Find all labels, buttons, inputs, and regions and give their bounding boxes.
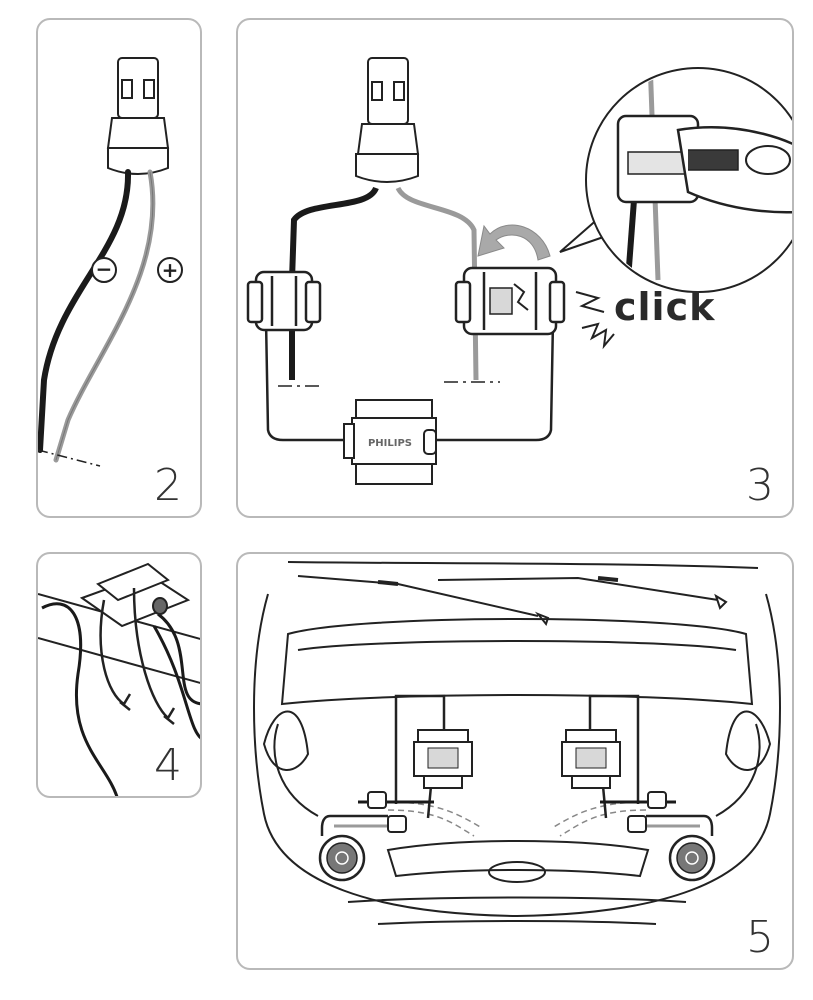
svg-text:+: + [162, 258, 179, 282]
bulb-socket [355, 57, 420, 183]
negative-wire [289, 186, 379, 281]
step-2-panel: − + 2 [36, 18, 202, 518]
step-3-illustration: PHILIPS [246, 57, 792, 485]
svg-text:PHILIPS: PHILIPS [368, 438, 412, 449]
step-3-panel: PHILIPS click 3 [236, 18, 794, 518]
press-arrow-icon [477, 224, 551, 261]
car-body [253, 593, 781, 925]
right-connector [454, 266, 566, 336]
left-connectors [367, 791, 407, 833]
step-4-illustration [38, 562, 200, 796]
left-fog-lamp [318, 834, 366, 882]
step-5-panel: 5 [236, 552, 794, 970]
windshield-wipers [287, 561, 759, 627]
left-resistor [413, 729, 473, 789]
right-fog-lamp [668, 834, 716, 882]
left-connector [246, 270, 322, 332]
step-5-illustration [253, 561, 781, 925]
step-number: 4 [154, 740, 182, 791]
step-number: 2 [154, 460, 182, 511]
step-number: 5 [746, 912, 774, 963]
svg-text:−: − [96, 257, 113, 281]
wire-routing-dashed [387, 801, 647, 837]
black-wire [41, 602, 119, 796]
click-burst-icon [575, 291, 615, 350]
cable-tie [99, 587, 176, 725]
step-4-panel: 4 [36, 552, 202, 798]
right-connectors [627, 791, 667, 833]
minus-marker: − [91, 257, 117, 283]
positive-wire [395, 186, 479, 381]
bulb-socket [106, 57, 170, 175]
negative-wire [38, 169, 132, 453]
click-label: click [614, 285, 716, 329]
step-number: 3 [746, 460, 774, 511]
step-2-illustration: − + [38, 57, 183, 467]
right-resistor [561, 729, 621, 789]
detail-magnifier [559, 67, 792, 293]
plus-marker: + [157, 257, 183, 283]
resistor-load: PHILIPS [343, 399, 437, 485]
positive-wire [53, 169, 156, 463]
